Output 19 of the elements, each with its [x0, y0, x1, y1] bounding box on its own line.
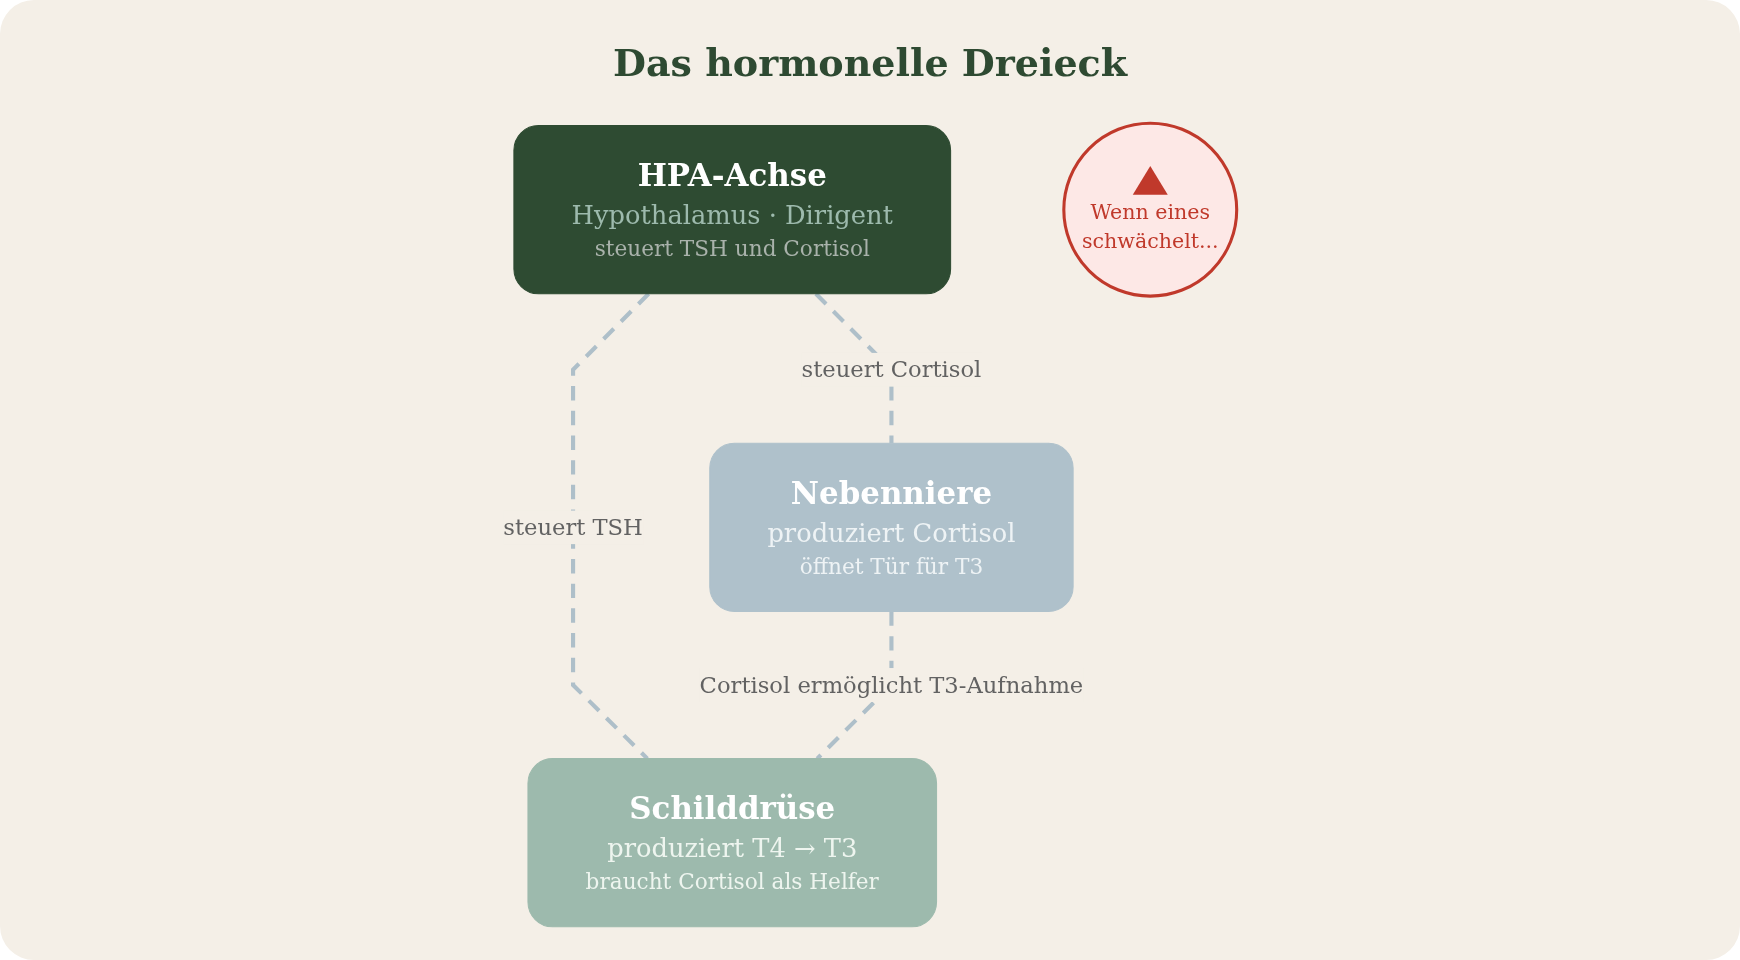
- diagram-title: Das hormonelle Dreieck: [612, 40, 1128, 85]
- rounded-box: [513, 125, 952, 295]
- edge-label: Cortisol ermöglicht T3-Aufnahme: [699, 672, 1084, 698]
- edge-label: steuert Cortisol: [801, 356, 982, 383]
- node-title: HPA-Achse: [637, 157, 827, 194]
- node-subtitle: produziert Cortisol: [767, 518, 1016, 549]
- node-note: braucht Cortisol als Helfer: [585, 869, 879, 895]
- warning-circle: [1062, 121, 1239, 298]
- node-note: öffnet Tür für T3: [799, 554, 984, 580]
- rounded-box: [527, 758, 938, 928]
- dashed-connector: [814, 292, 894, 444]
- node-title: Nebenniere: [790, 475, 993, 512]
- rounded-box: [709, 442, 1074, 612]
- edge-label: steuert TSH: [503, 514, 643, 541]
- node-subtitle: Hypothalamus · Dirigent: [571, 200, 893, 231]
- node-text: Wenn eines schwächelt...: [1080, 198, 1220, 256]
- node-note: steuert TSH und Cortisol: [594, 236, 870, 262]
- node-title: Schilddrüse: [629, 790, 836, 827]
- node-subtitle: produziert T4 → T3: [607, 833, 858, 864]
